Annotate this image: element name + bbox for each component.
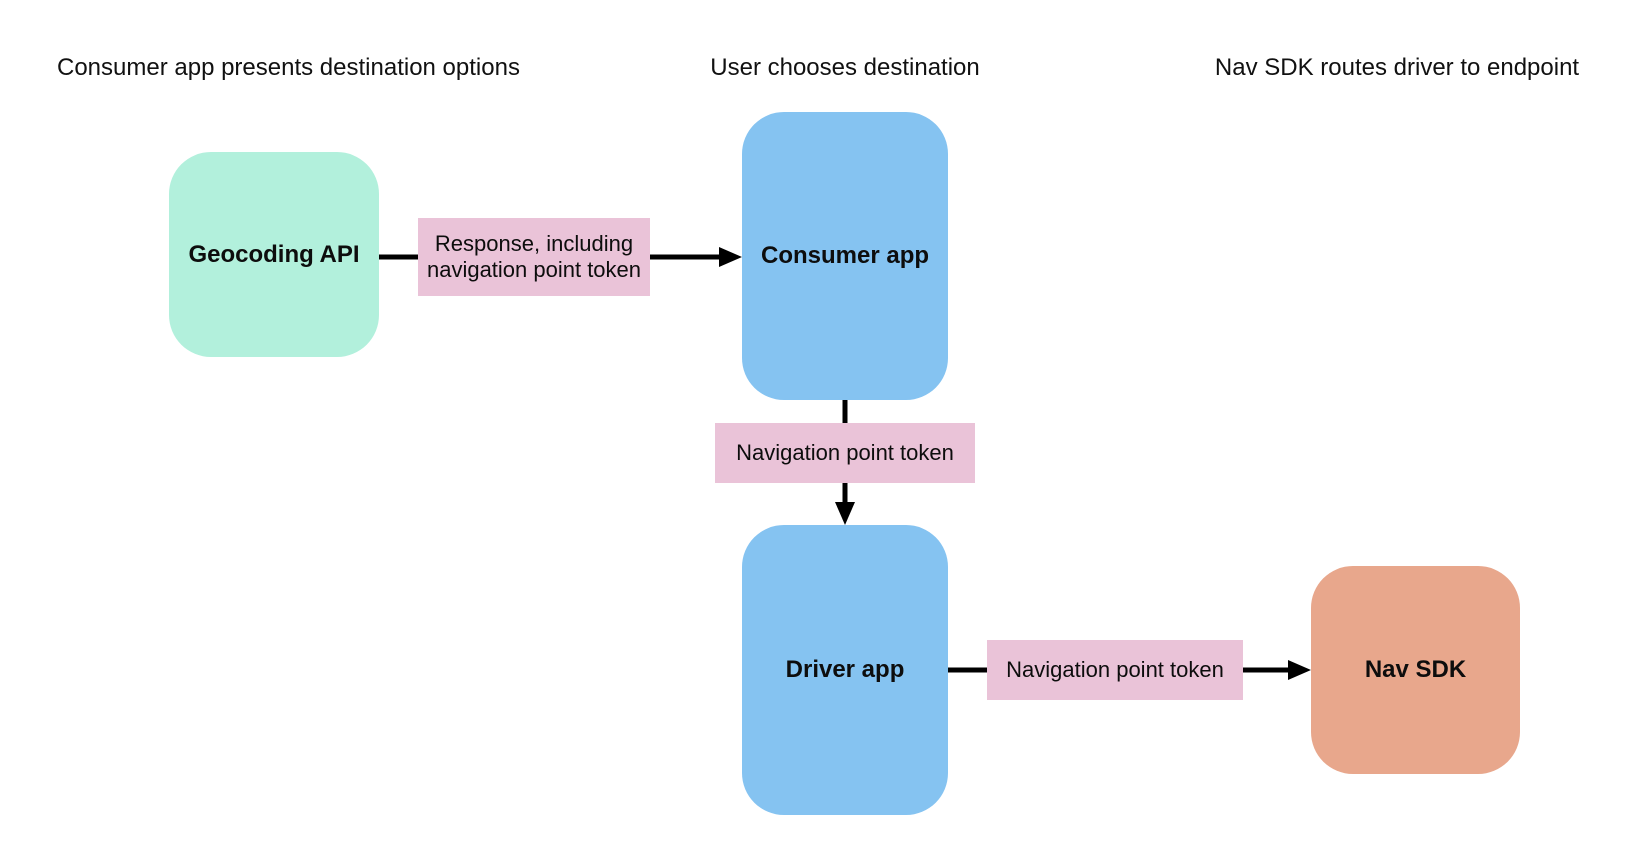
- edge-label-navigation-point-token-down: Navigation point token: [715, 423, 975, 483]
- node-driver-app: Driver app: [742, 525, 948, 815]
- node-nav-sdk: Nav SDK: [1311, 566, 1520, 774]
- lane-header-user-chooses: User chooses destination: [710, 54, 980, 81]
- node-geocoding-api: Geocoding API: [169, 152, 379, 357]
- lane-header-navsdk-routes: Nav SDK routes driver to endpoint: [1214, 54, 1580, 81]
- node-consumer-app: Consumer app: [742, 112, 948, 400]
- edge-label-response-including-token: Response, including navigation point tok…: [418, 218, 650, 296]
- edge-label-navigation-point-token-right: Navigation point token: [987, 640, 1243, 700]
- lane-header-consumer-presents: Consumer app presents destination option…: [57, 54, 520, 81]
